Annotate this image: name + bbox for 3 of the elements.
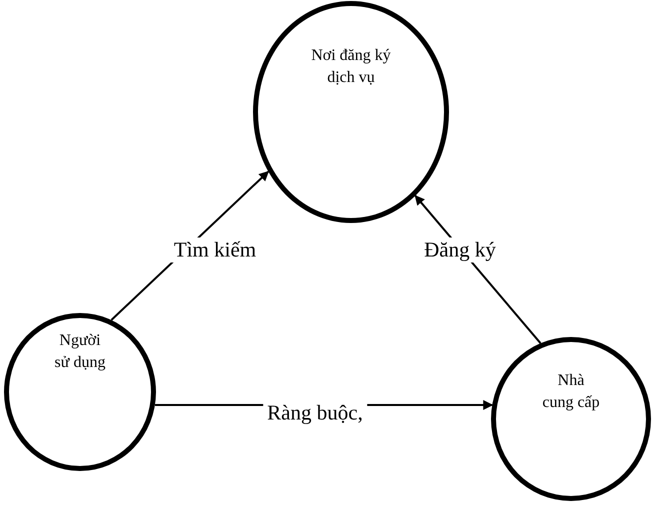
node-label: Nhà cung cấp	[541, 371, 601, 413]
node-label: Nơi đăng ký dịch vụ	[311, 46, 391, 88]
node-label: Người sử dụng	[54, 331, 106, 373]
